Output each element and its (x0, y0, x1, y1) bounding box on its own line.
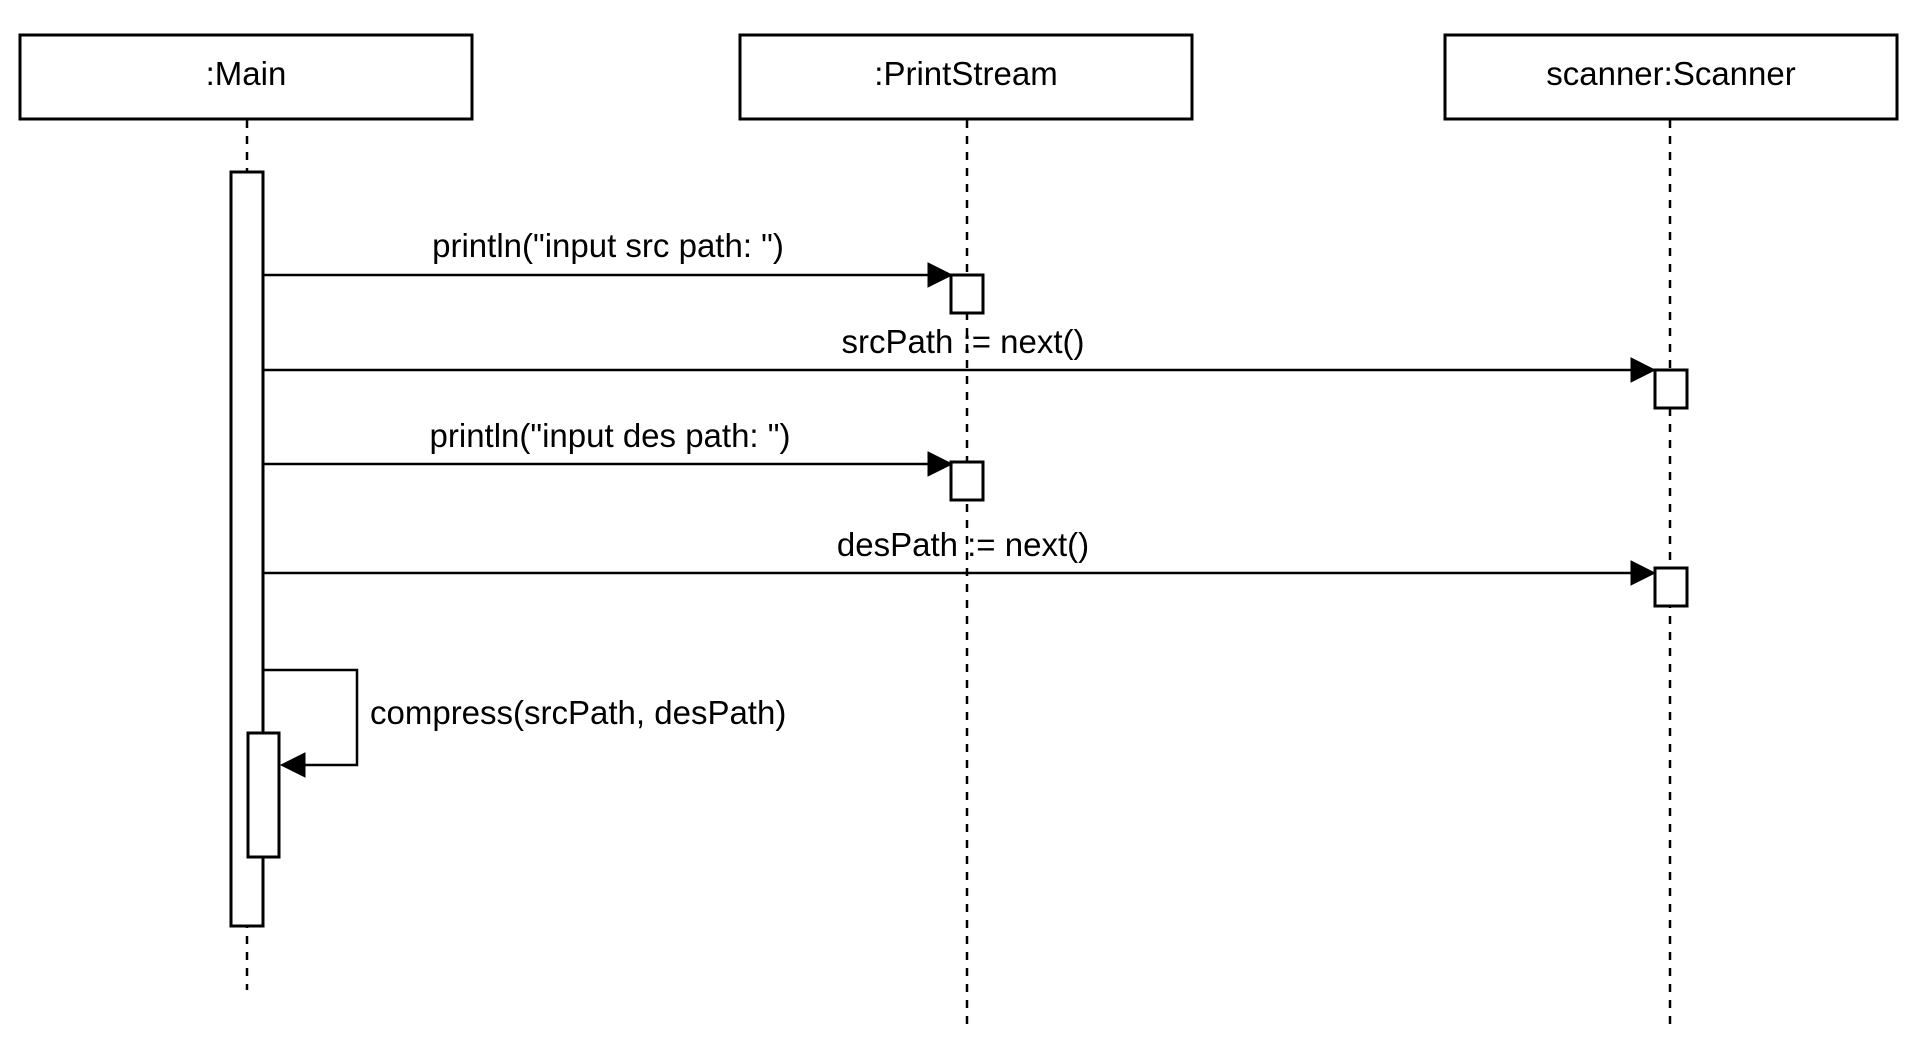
message-next-des-label: desPath := next() (837, 526, 1089, 563)
activation-main-nested (246, 731, 281, 859)
message-next-src[interactable]: srcPath := next() (263, 323, 1657, 383)
participant-main[interactable]: :Main (18, 33, 474, 121)
message-compress-arrowhead (279, 752, 306, 778)
message-compress-line (263, 668, 359, 767)
message-println-des-arrowhead (927, 451, 954, 477)
participant-scanner[interactable]: scanner:Scanner (1443, 33, 1899, 121)
activation-printstream-1 (949, 273, 985, 315)
message-next-des-arrowhead (1630, 560, 1657, 586)
participant-scanner-label: scanner:Scanner (1546, 55, 1795, 92)
participant-printstream[interactable]: :PrintStream (738, 33, 1194, 121)
participant-scanner-box (1443, 33, 1899, 121)
message-next-src-arrowhead (1630, 357, 1657, 383)
participant-printstream-box (738, 33, 1194, 121)
activation-scanner-1 (1653, 368, 1689, 410)
message-println-src[interactable]: println("input src path: ") (263, 227, 954, 288)
message-compress-self-call[interactable]: compress(srcPath, desPath) (263, 668, 786, 778)
participant-main-box (18, 33, 474, 121)
message-println-des[interactable]: println("input des path: ") (263, 417, 954, 477)
message-println-src-arrowhead (927, 262, 954, 288)
participant-printstream-label: :PrintStream (874, 55, 1057, 92)
message-compress-label: compress(srcPath, desPath) (370, 694, 786, 731)
message-println-des-label: println("input des path: ") (430, 417, 791, 454)
participant-main-label: :Main (206, 55, 287, 92)
message-next-src-label: srcPath := next() (841, 323, 1084, 360)
activation-scanner-2 (1653, 566, 1689, 608)
message-next-des[interactable]: desPath := next() (263, 526, 1657, 586)
activation-printstream-2 (949, 460, 985, 502)
message-println-src-label: println("input src path: ") (432, 227, 784, 264)
